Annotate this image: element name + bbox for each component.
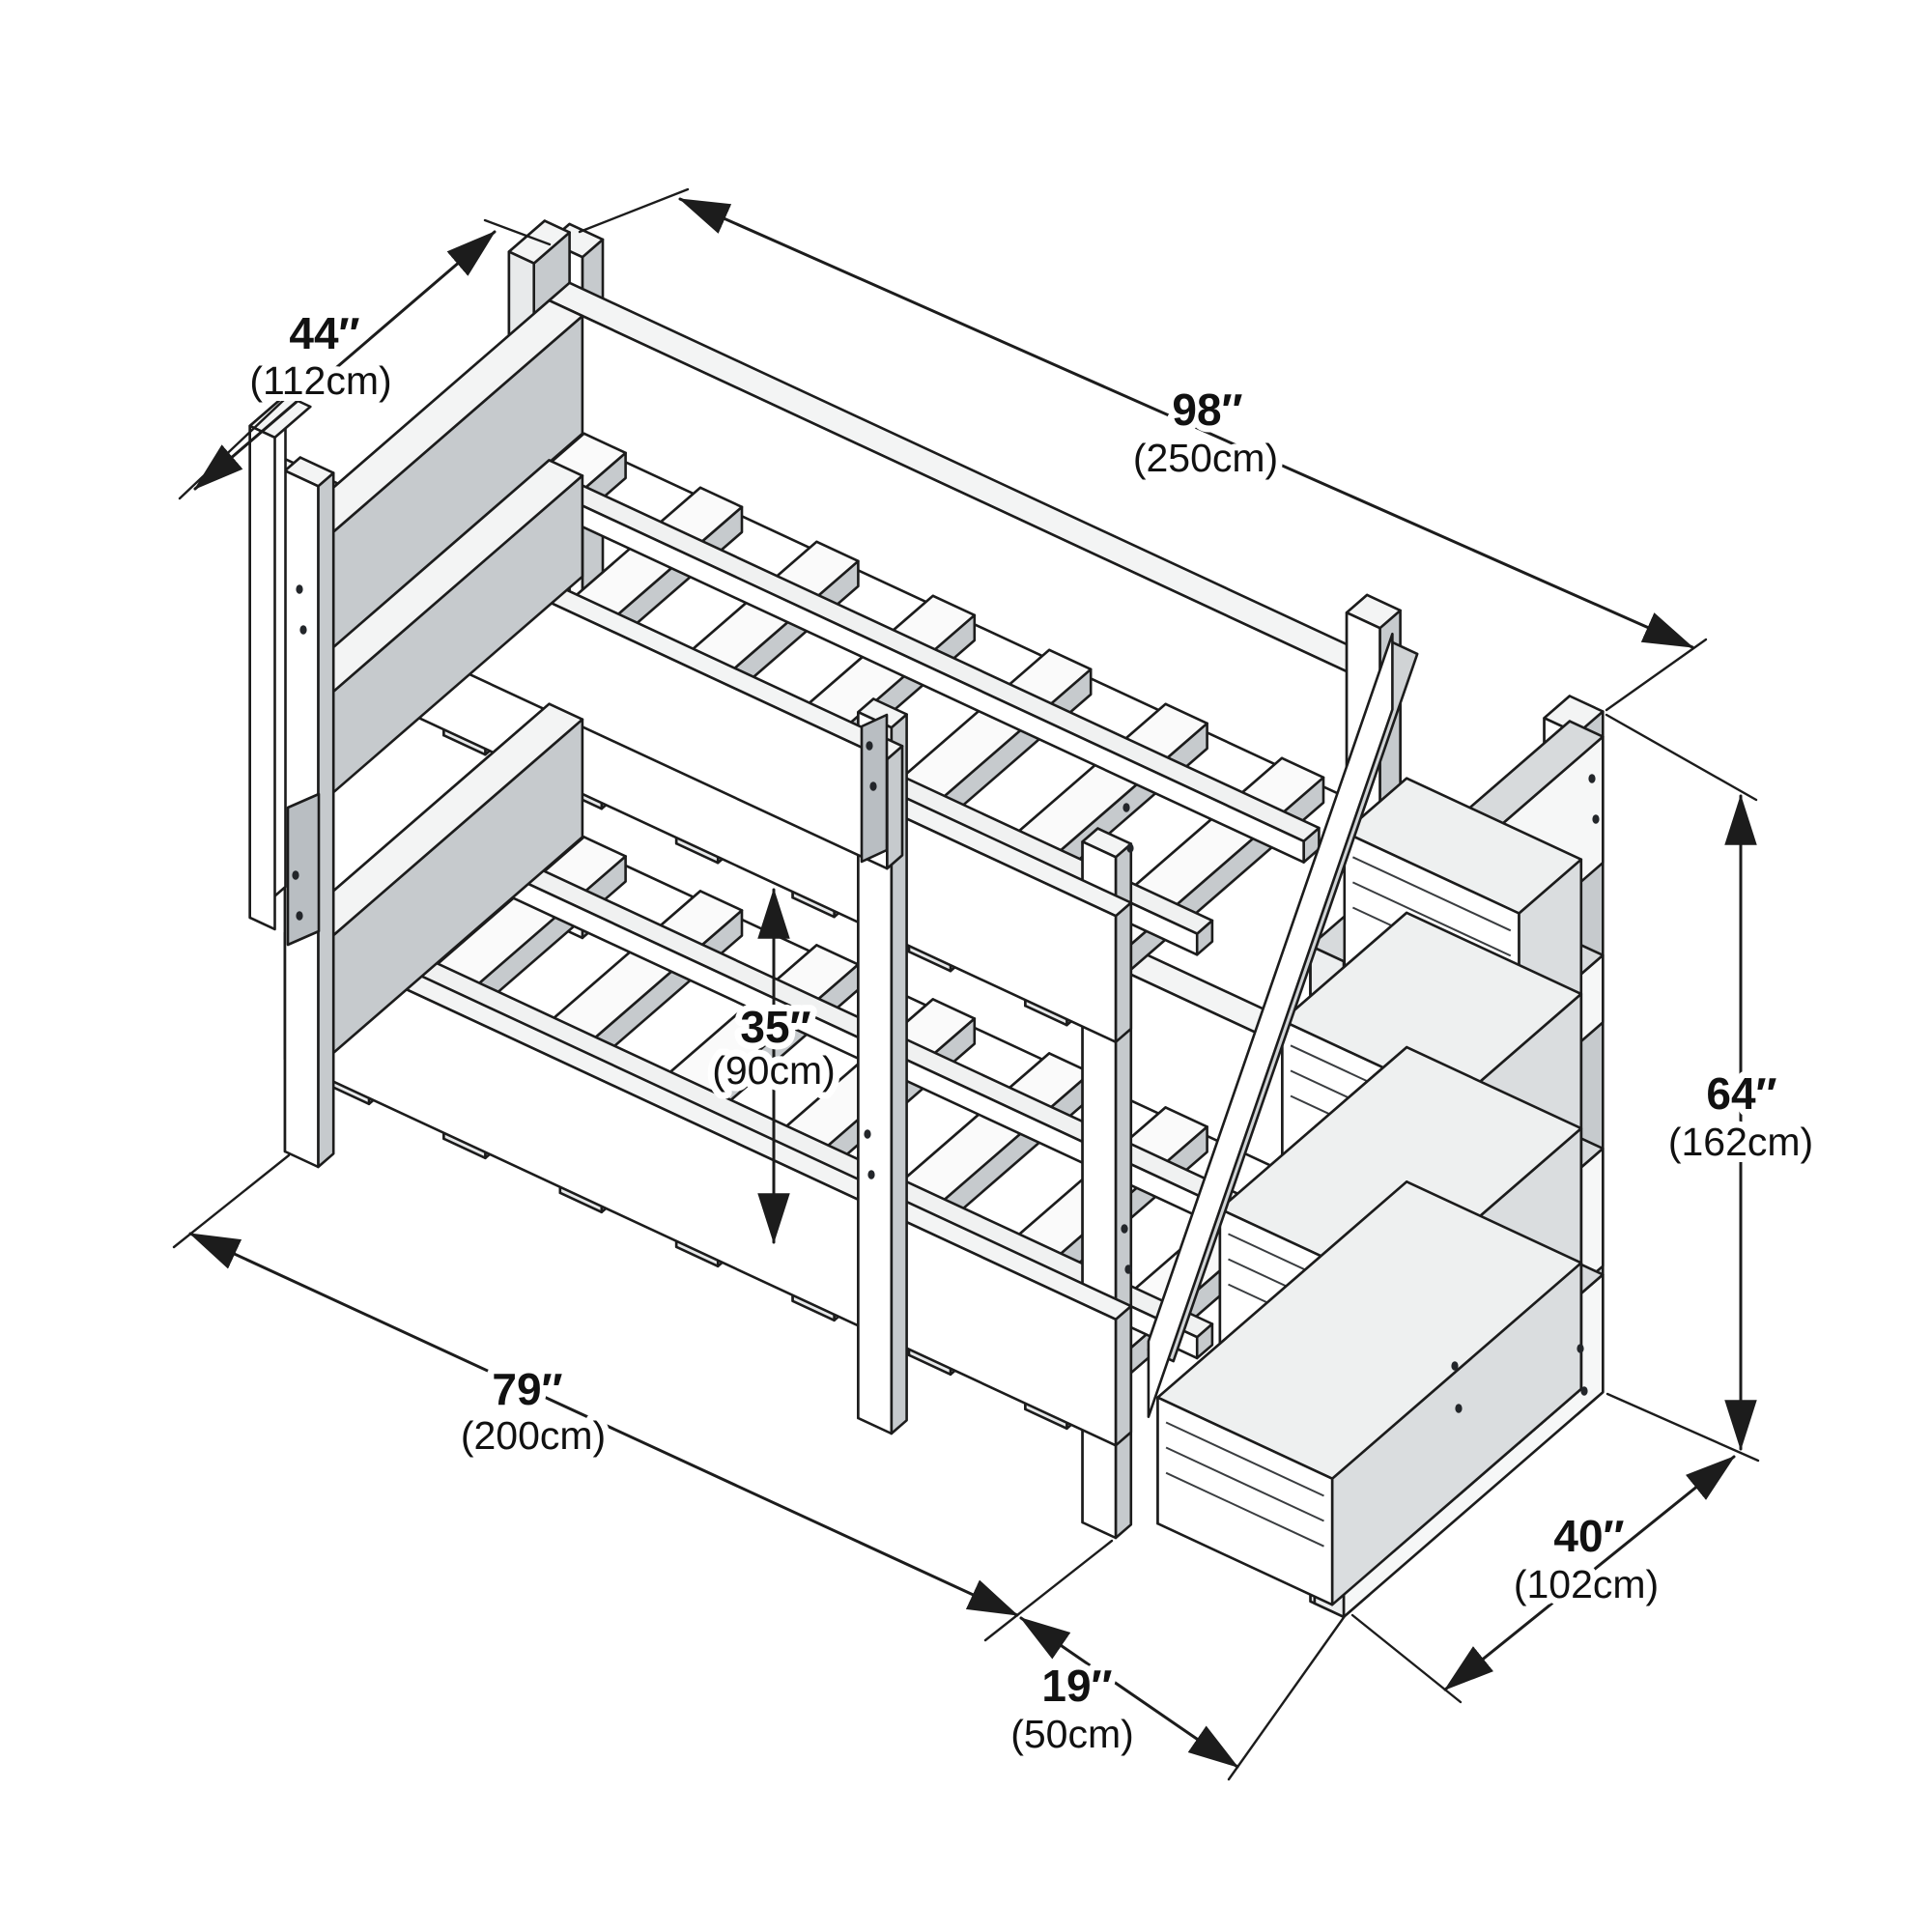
extension-line	[1350, 1613, 1463, 1704]
dimension-value-cm: (250cm)	[1133, 436, 1278, 480]
screw-hole	[296, 911, 303, 921]
dimension-line	[1019, 1616, 1239, 1769]
dimension-line	[188, 1232, 1019, 1617]
dimension-value-inches: 44″	[289, 308, 359, 358]
screw-hole	[299, 625, 307, 635]
dimension-line	[1443, 1455, 1736, 1691]
dimension-value-inches: 19″	[1041, 1661, 1112, 1711]
dimension-line	[678, 197, 1694, 649]
dimension-length-overall: 98″ (250cm)	[578, 187, 1708, 712]
screw-hole	[869, 781, 877, 791]
dimension-value-inches: 40″	[1553, 1511, 1624, 1561]
screw-hole	[867, 1170, 875, 1179]
dimension-line	[193, 230, 497, 491]
bed-face	[1114, 901, 1133, 1043]
dimension-stair-width: 40″ (102cm)	[1350, 1455, 1736, 1704]
dimension-bed-length: 79″ (200cm)	[172, 1153, 1114, 1642]
step-tread-lines	[1165, 1421, 1324, 1548]
dimension-value-cm: (102cm)	[1514, 1562, 1659, 1606]
screw-hole	[1451, 1361, 1459, 1371]
screw-hole	[864, 1129, 871, 1139]
dimension-value-inches: 64″	[1706, 1068, 1776, 1119]
screw-hole	[1122, 803, 1130, 812]
dimension-value-inches: 79″	[492, 1364, 562, 1414]
screw-hole	[1121, 1224, 1128, 1234]
dimension-height-overall: 64″ (162cm)	[1605, 713, 1820, 1463]
bed-face	[1114, 1304, 1133, 1447]
step-tread-line	[1351, 856, 1512, 932]
screw-hole	[292, 870, 299, 880]
step-tread-line	[1165, 1446, 1324, 1522]
extension-line	[1227, 1614, 1347, 1781]
extension-line	[1605, 713, 1758, 802]
screw-hole	[866, 741, 873, 751]
bed-face	[248, 424, 276, 931]
extension-line	[578, 187, 690, 234]
bed-face	[885, 744, 904, 870]
dimension-value-cm: (50cm)	[1010, 1712, 1134, 1756]
dimension-value-cm: (112cm)	[249, 358, 391, 403]
screw-hole	[1580, 1386, 1588, 1396]
screw-hole	[1124, 1264, 1132, 1274]
dimension-depth-overall: 44″ (112cm)	[178, 218, 552, 500]
extension-line	[483, 218, 552, 246]
extension-line	[172, 1153, 291, 1249]
mounting-plate	[286, 792, 321, 947]
bed-face	[1156, 1396, 1334, 1606]
screw-hole	[1592, 814, 1600, 824]
dimension-stair-depth: 19″ (50cm)	[1004, 1614, 1347, 1781]
dimension-value-inches: 35″	[740, 1002, 810, 1052]
dimension-bunk-gap: 35″ (90cm)	[705, 888, 842, 1244]
step-tread-line	[1165, 1421, 1324, 1497]
step-tread-line	[1351, 881, 1512, 957]
screw-holes	[292, 584, 1600, 1413]
bed-face	[317, 471, 335, 1169]
step-tread-line	[1165, 1471, 1324, 1548]
stair-step	[1156, 1180, 1583, 1606]
extension-line	[1605, 1392, 1760, 1463]
screw-hole	[1126, 843, 1134, 853]
dimension-value-cm: (200cm)	[461, 1413, 606, 1458]
screw-hole	[1577, 1344, 1584, 1353]
screw-hole	[296, 584, 303, 594]
dimension-value-inches: 98″	[1172, 384, 1242, 435]
screw-hole	[1455, 1404, 1463, 1413]
extension-line	[983, 1539, 1114, 1642]
dimension-value-cm: (162cm)	[1668, 1120, 1813, 1164]
dimension-value-cm: (90cm)	[712, 1048, 836, 1093]
extension-line	[1605, 638, 1708, 712]
screw-hole	[1588, 774, 1596, 783]
bunk-bed-drawing	[248, 219, 1605, 1619]
